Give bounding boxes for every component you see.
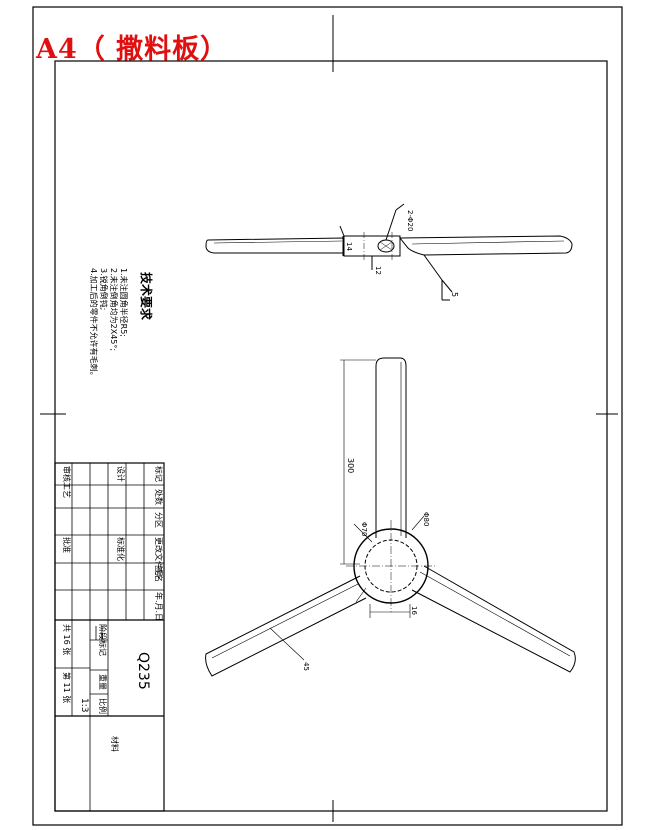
tb-material-label: 材料 — [110, 736, 119, 752]
side-view — [205, 203, 573, 301]
tech-req-line-2: 2.未注倒角均为2X45°; — [109, 268, 118, 352]
dim-outer-dia: Φ80 — [422, 512, 430, 526]
tech-req-line-3: 3.锐角倒钝; — [99, 268, 108, 311]
dim-inner-dia: Φ70 — [360, 522, 368, 536]
tb-label-weight: 重量 — [98, 674, 107, 690]
tb-label-scale: 比例 — [98, 698, 107, 714]
tech-req-heading: 技术要求 — [139, 272, 153, 321]
tb-label-stage-mark: 阶段标记 — [98, 624, 107, 656]
inner-frame — [54, 60, 608, 812]
plan-view — [205, 357, 576, 677]
tb-label-standard: 标准化 — [116, 537, 125, 561]
dim-blade-length: 300 — [346, 458, 355, 473]
tb-sheet-total: 共 16 张 — [62, 624, 71, 656]
tb-label-mark: 标记 — [154, 466, 163, 482]
title-block-grid — [54, 462, 165, 812]
dim-thickness: 12 — [374, 266, 382, 275]
tb-label-process: 工艺 — [62, 482, 71, 498]
sheet-title: A4（ 撒料板） — [36, 34, 229, 65]
tb-label-date: 年.月.日 — [154, 592, 163, 622]
tb-label-zone: 分区 — [154, 512, 163, 528]
tech-req-line-1: 1.未注圆角半径R5; — [119, 268, 128, 337]
tb-scale: 1:3 — [79, 698, 89, 713]
tb-label-review: 审核 — [62, 466, 71, 482]
tb-label-design: 设计 — [116, 466, 125, 482]
dim-hole-side: 2-Φ20 — [406, 210, 414, 231]
dim-bevel: 5 — [450, 292, 459, 297]
tb-label-signature: 签名 — [154, 566, 163, 582]
dim-height: 14 — [345, 242, 353, 251]
tb-material: Q235 — [135, 652, 151, 690]
tb-label-count: 处数 — [154, 489, 163, 505]
tb-sheet-number: 第 11 张 — [62, 672, 71, 704]
tech-req-line-4: 4.加工后的零件不允许有毛刺。 — [89, 268, 98, 380]
dim-hub-offset: 16 — [410, 606, 418, 615]
tb-label-approve: 批准 — [62, 537, 71, 553]
outer-border — [32, 6, 623, 826]
dim-blade-width: 45 — [302, 662, 310, 671]
centring-marks — [40, 15, 618, 822]
